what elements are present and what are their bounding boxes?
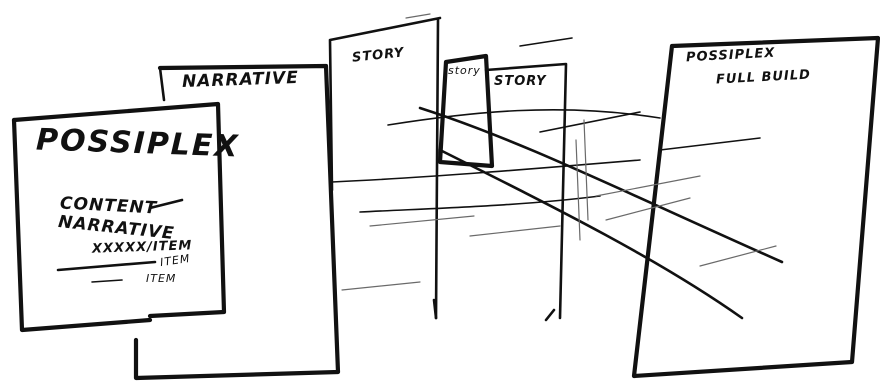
sheet-narrative xyxy=(136,66,338,378)
story-small-sheet-label: story xyxy=(448,64,481,77)
narrative-sheet-label: NARRATIVE xyxy=(182,68,299,92)
story-2-sheet-label: STORY xyxy=(494,74,547,89)
left-sheet-title: POSSIPLEX xyxy=(35,122,240,164)
sheet-story-1 xyxy=(330,18,440,318)
sheet-possiplex-right xyxy=(634,38,878,376)
left-sheet-line-5: ITEM xyxy=(146,272,176,285)
